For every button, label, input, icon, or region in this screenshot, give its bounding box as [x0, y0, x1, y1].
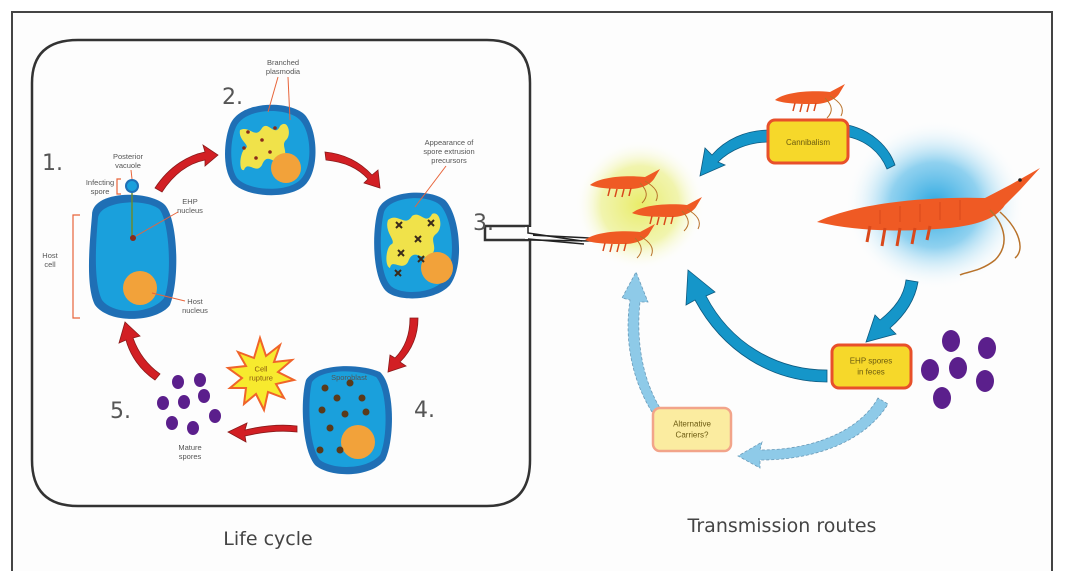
- label-line: rupture: [249, 374, 273, 383]
- arrow-adult-to-cannibalism: [844, 124, 896, 170]
- transmission-arrows: [685, 124, 919, 383]
- fecal-spores: [921, 330, 996, 409]
- stage-4: 4. Sporoblast: [302, 366, 435, 475]
- ehp-nucleus-dot: [130, 235, 136, 241]
- label-line: in feces: [857, 368, 885, 377]
- cannibalism-box: Cannibalism: [766, 118, 850, 165]
- arrow-4-to-5: [227, 422, 298, 443]
- life-cycle-caption: Life cycle: [223, 528, 312, 550]
- label-line: Alternative: [673, 420, 711, 429]
- ehp-spores-box: EHP spores in feces: [830, 343, 913, 390]
- lifecycle-arrows: [118, 144, 419, 443]
- label-line: EHP spores: [850, 357, 893, 366]
- arrow-carriers-to-juvenile: [621, 271, 661, 413]
- ehp-spores-label: EHP spores in feces: [850, 357, 893, 377]
- host-nucleus-1: [123, 271, 157, 305]
- arrow-2-to-3: [324, 151, 381, 189]
- sporoblast-spores: [316, 379, 370, 454]
- transmission-caption: Transmission routes: [687, 515, 877, 537]
- life-cycle-border: [30, 38, 532, 508]
- stage-4-number: 4.: [414, 398, 435, 423]
- arrow-3-to-4: [387, 317, 419, 373]
- transmission-panel: Cannibalism EHP spores in feces Alternati…: [575, 83, 1040, 537]
- shrimp-cannibalism: [774, 83, 846, 119]
- adult-shrimp: [817, 168, 1040, 276]
- label-sporoblast: Sporoblast: [331, 373, 368, 382]
- cannibalism-label: Cannibalism: [786, 138, 830, 147]
- arrow-spores-to-carriers: [737, 397, 889, 469]
- mature-spores: [157, 373, 221, 435]
- stage-5-number: 5.: [110, 399, 131, 424]
- stage-3-number: 3.: [473, 211, 494, 236]
- arrow-5-to-1: [118, 321, 161, 381]
- arrow-adult-to-spores: [865, 279, 919, 343]
- figure-frame: [11, 11, 1053, 571]
- label-line: Cell: [255, 365, 268, 374]
- arrow-spores-to-juvenile: [685, 269, 828, 383]
- stage-1-number: 1.: [42, 151, 63, 176]
- label-line: Carriers?: [676, 431, 709, 440]
- infecting-spore: [127, 181, 137, 191]
- arrow-cannibalism-to-juvenile: [699, 129, 771, 177]
- arrow-1-to-2: [154, 144, 219, 193]
- stage-2-number: 2.: [222, 85, 243, 110]
- alternative-arrows: [621, 271, 889, 469]
